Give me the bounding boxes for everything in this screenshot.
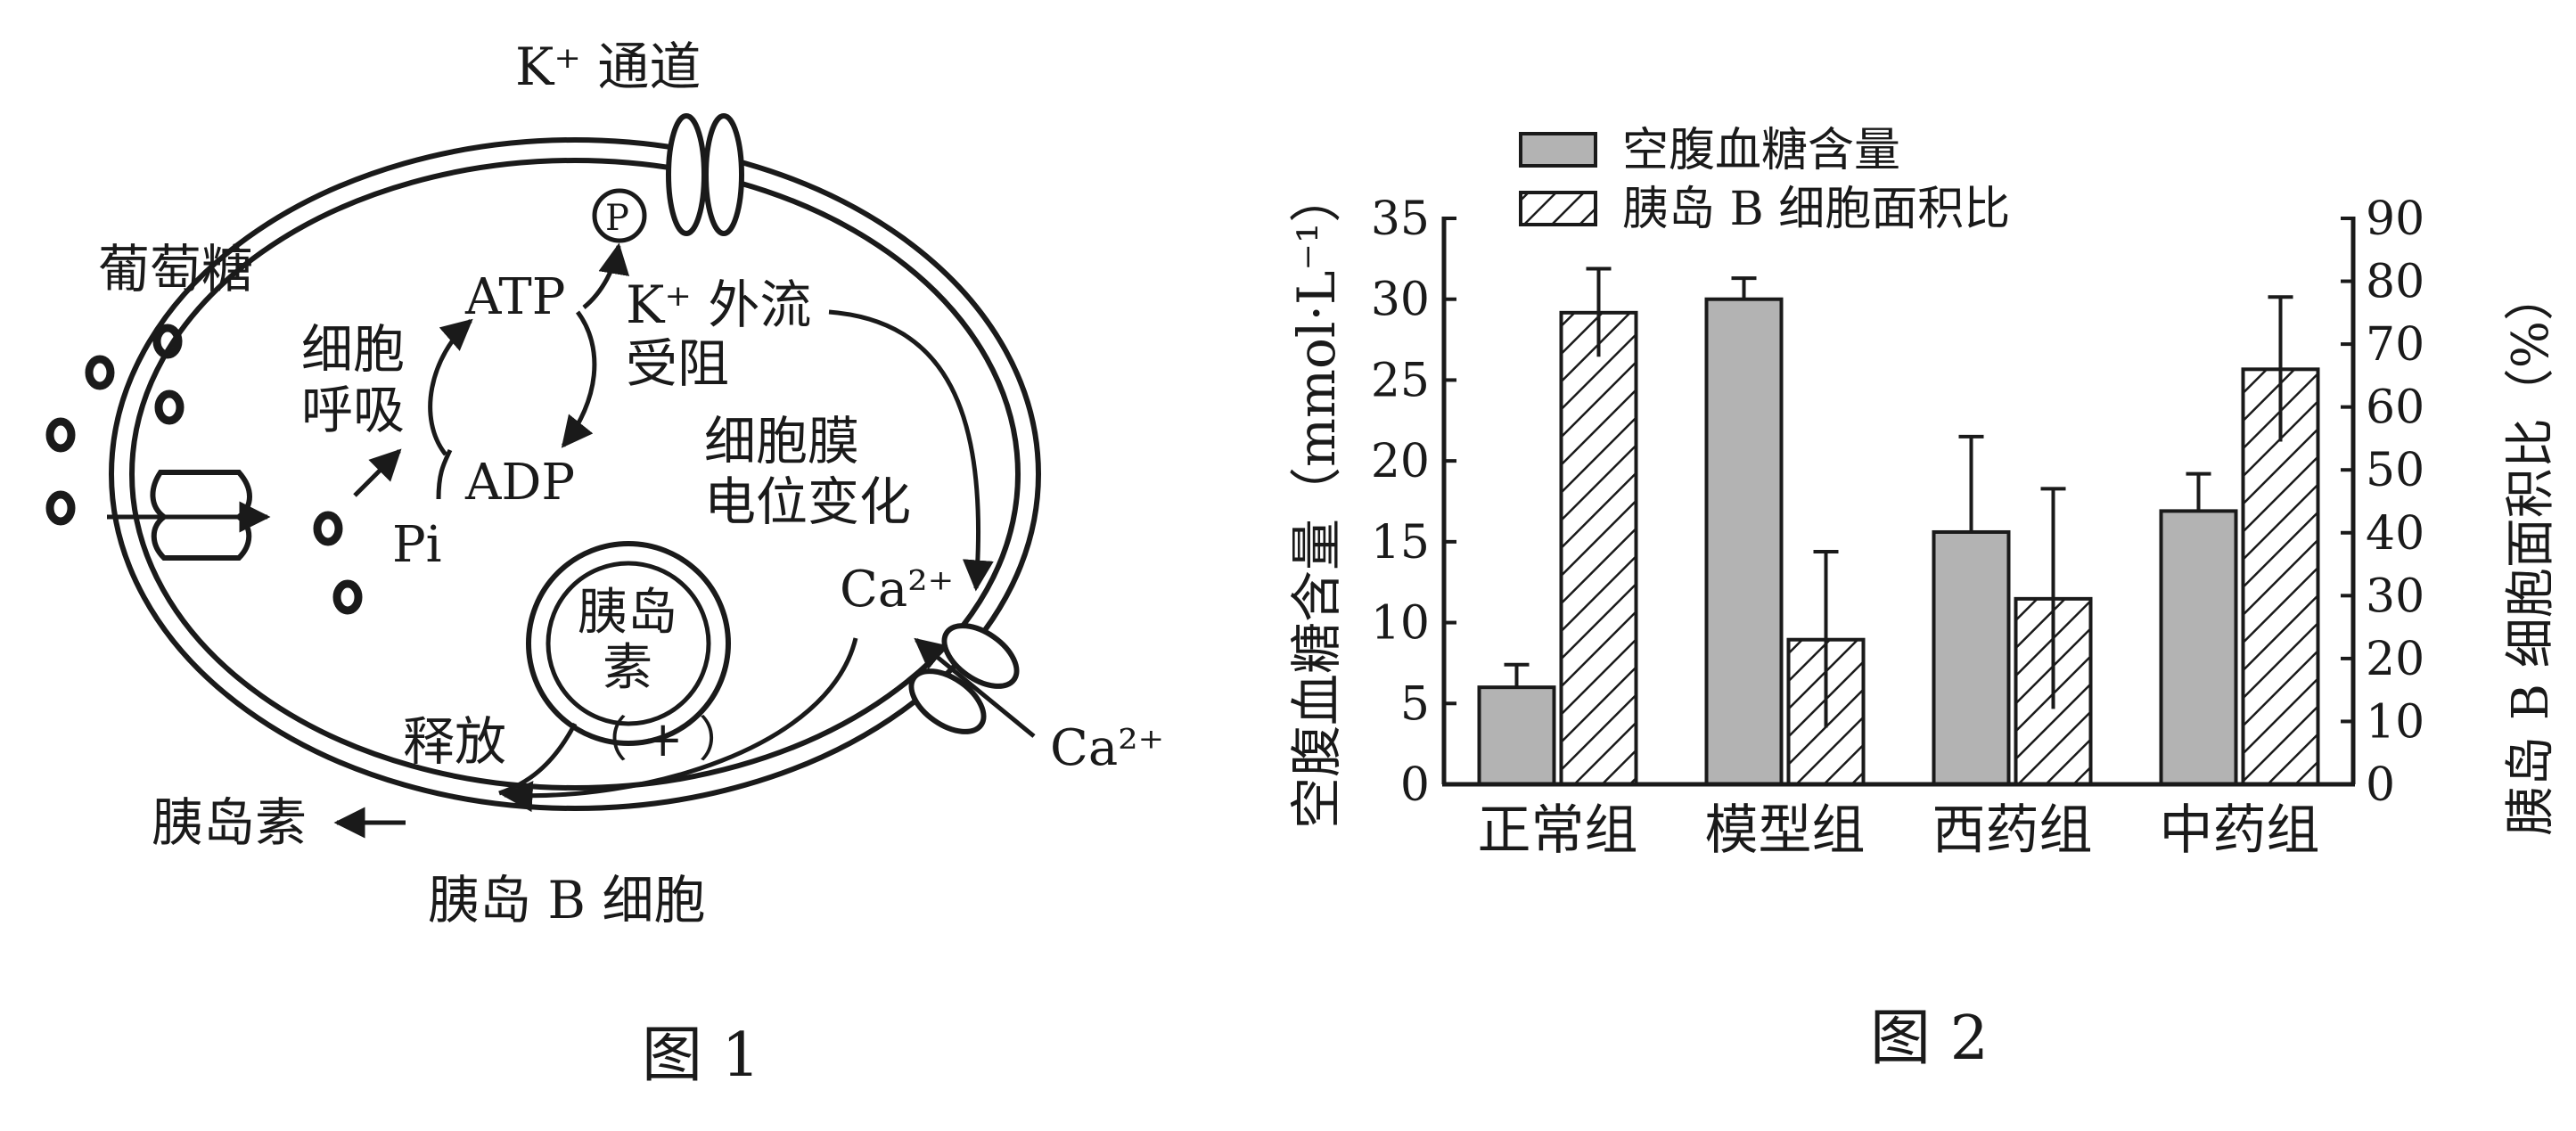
- glucose-label: 葡萄糖: [98, 239, 253, 299]
- right-tick-label: 50: [2366, 444, 2424, 497]
- legend-swatch-glucose: [1519, 132, 1597, 168]
- figure2-caption: 图 2: [1870, 1004, 1989, 1074]
- chart-tick-labels: 0 5 10 15 20 25 30 35 0 10 20 30 40 50 60 70 80 90 正常组 模型组 西…: [1371, 193, 2424, 862]
- figure1-cell-diagram: K⁺ 通道 P 葡萄糖 细胞 呼吸 ATP ADP Pi: [45, 37, 1164, 1091]
- ca-inside-label: Ca²⁺: [840, 561, 954, 619]
- chart-axes: [1441, 217, 2356, 787]
- figure1-caption: 图 1: [642, 1020, 760, 1091]
- left-tick-label: 0: [1400, 758, 1430, 812]
- ca-channel-icon: [908, 623, 1020, 734]
- right-tick-label: 90: [2366, 193, 2424, 246]
- atp-label: ATP: [464, 268, 565, 326]
- legend-swatch-area: [1519, 191, 1597, 226]
- left-tick-label: 15: [1371, 516, 1430, 570]
- ca-to-release-arrow: [501, 637, 858, 813]
- cell-membrane-inner: [129, 158, 1021, 791]
- bar-glucose: [2159, 509, 2238, 787]
- insulin-out-label: 胰岛素: [152, 792, 307, 853]
- pi-join-line: [436, 448, 453, 500]
- right-tick-label: 60: [2366, 381, 2424, 435]
- bar-glucose: [1932, 529, 2011, 786]
- atp-to-phosphate-arrow: [582, 242, 630, 309]
- right-tick-label: 30: [2366, 570, 2424, 623]
- respiration-label-line2: 呼吸: [301, 380, 405, 440]
- k-efflux-label-line2: 受阻: [626, 333, 729, 394]
- right-tick-label: 10: [2366, 695, 2424, 749]
- insulin-vesicle-label-line2: 素: [603, 639, 652, 697]
- category-label: 中药组: [2160, 799, 2320, 862]
- category-label: 正常组: [1478, 799, 1638, 862]
- category-label: 西药组: [1932, 799, 2093, 862]
- left-tick-label: 35: [1371, 193, 1430, 246]
- bar-glucose: [1477, 685, 1556, 787]
- vesicle-release-path: [498, 722, 578, 796]
- legend-label-glucose: 空腹血糖含量: [1622, 124, 1900, 177]
- chart-bars: [1477, 297, 2320, 787]
- ca-outside-label: Ca²⁺: [1050, 719, 1164, 777]
- phosphate-icon: [592, 188, 647, 243]
- insulin-vesicle-inner: [546, 561, 711, 726]
- release-label: 释放: [403, 711, 506, 772]
- left-tick-label: 20: [1371, 435, 1430, 488]
- respiration-label-line1: 细胞: [301, 319, 405, 380]
- adp-to-atp-arrow: [428, 318, 473, 456]
- atp-to-adp-arrow: [561, 310, 597, 448]
- left-tick-label: 30: [1371, 274, 1430, 327]
- left-tick-label: 10: [1371, 597, 1430, 651]
- membrane-signal-arrow: [828, 309, 994, 592]
- glucose-molecule-icons: [45, 324, 363, 615]
- respiration-arrow: [353, 448, 402, 497]
- figure2-bar-chart: 0 5 10 15 20 25 30 35 0 10 20 30 40 50 60 70 80 90 正常组 模型组 西…: [1286, 124, 2560, 1074]
- plus-sign-label: （ + ）: [579, 711, 747, 767]
- membrane-label-line2: 电位变化: [704, 471, 911, 532]
- right-tick-label: 40: [2366, 507, 2424, 561]
- bar-area: [1559, 310, 1638, 787]
- adp-label: ADP: [464, 454, 575, 512]
- membrane-label-line1: 细胞膜: [704, 411, 859, 471]
- category-label: 模型组: [1705, 799, 1866, 862]
- right-tick-label: 80: [2366, 256, 2424, 309]
- cell-membrane-outer: [109, 137, 1041, 811]
- k-efflux-label-line1: K⁺ 外流: [626, 275, 811, 335]
- insulin-vesicle-label-line1: 胰岛: [578, 584, 677, 642]
- right-axis-title: 胰岛 B 细胞面积比（%）: [2502, 271, 2560, 836]
- chart-error-bars: [1504, 266, 2293, 728]
- phosphate-label: P: [605, 198, 629, 239]
- legend-label-area: 胰岛 B 细胞面积比: [1622, 183, 2010, 236]
- k-channel-icon: [666, 113, 744, 236]
- left-tick-label: 25: [1371, 354, 1430, 407]
- cell-name-label: 胰岛 B 细胞: [428, 870, 706, 930]
- right-tick-label: 20: [2366, 633, 2424, 686]
- k-channel-label: K⁺ 通道: [515, 37, 701, 97]
- left-axis-title: 空腹血糖含量（mmol·L⁻¹）: [1286, 171, 1347, 829]
- bar-glucose: [1704, 297, 1784, 786]
- ca-influx-arrow: [914, 637, 1036, 738]
- right-tick-label: 0: [2366, 758, 2395, 812]
- left-tick-label: 5: [1400, 677, 1430, 731]
- right-tick-label: 70: [2366, 318, 2424, 372]
- pi-label: Pi: [392, 516, 442, 574]
